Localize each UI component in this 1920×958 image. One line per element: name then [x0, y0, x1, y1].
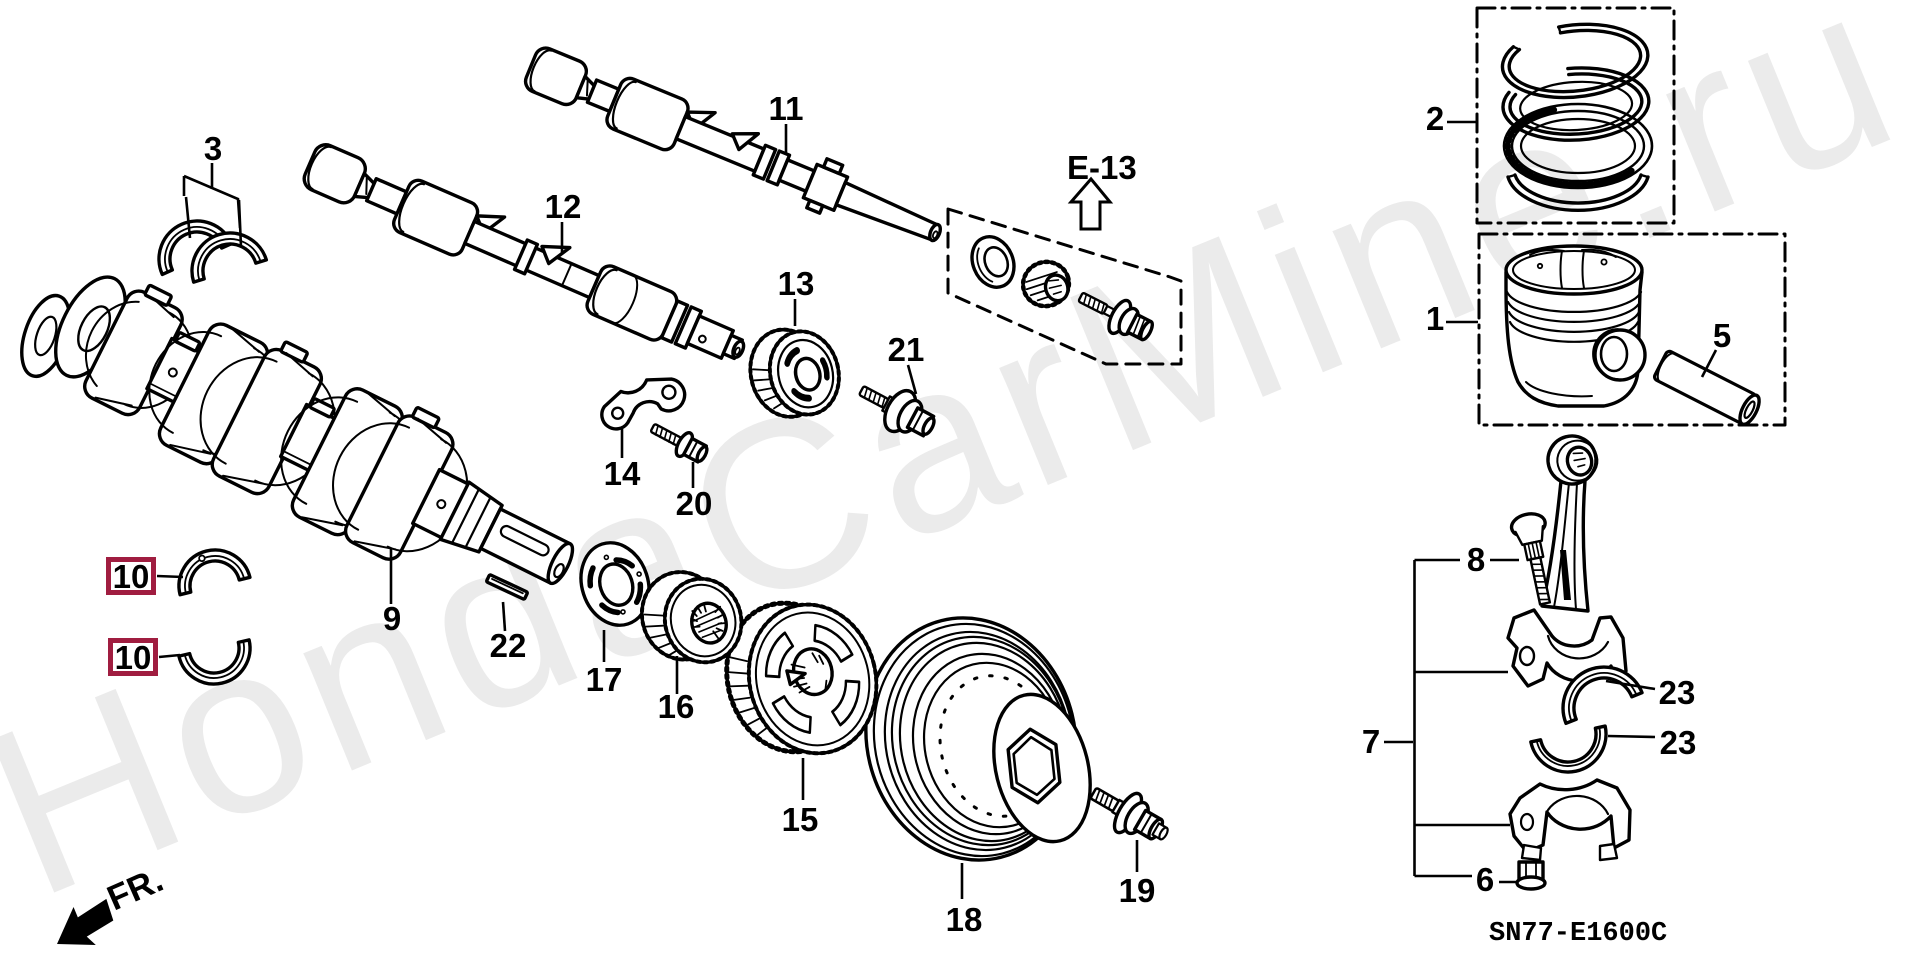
svg-text:18: 18	[946, 901, 983, 938]
svg-text:10: 10	[115, 639, 152, 676]
svg-text:21: 21	[888, 331, 925, 368]
svg-text:E-13: E-13	[1067, 149, 1137, 186]
svg-text:6: 6	[1476, 861, 1494, 898]
svg-text:5: 5	[1713, 317, 1731, 354]
svg-text:1: 1	[1426, 300, 1444, 337]
svg-text:19: 19	[1119, 872, 1156, 909]
svg-text:SN77-E1600C: SN77-E1600C	[1489, 919, 1667, 949]
svg-text:23: 23	[1660, 724, 1697, 761]
svg-text:9: 9	[383, 600, 401, 637]
svg-text:2: 2	[1426, 100, 1444, 137]
svg-text:14: 14	[604, 455, 641, 492]
svg-text:7: 7	[1362, 723, 1380, 760]
svg-text:17: 17	[586, 661, 623, 698]
svg-text:16: 16	[658, 688, 695, 725]
svg-text:13: 13	[778, 265, 815, 302]
svg-text:12: 12	[545, 188, 582, 225]
svg-text:20: 20	[676, 485, 713, 522]
svg-text:8: 8	[1467, 541, 1485, 578]
svg-text:22: 22	[490, 627, 527, 664]
svg-text:15: 15	[782, 801, 819, 838]
svg-text:10: 10	[113, 558, 150, 595]
svg-text:23: 23	[1659, 674, 1696, 711]
svg-text:11: 11	[769, 90, 804, 127]
svg-text:3: 3	[204, 130, 222, 167]
